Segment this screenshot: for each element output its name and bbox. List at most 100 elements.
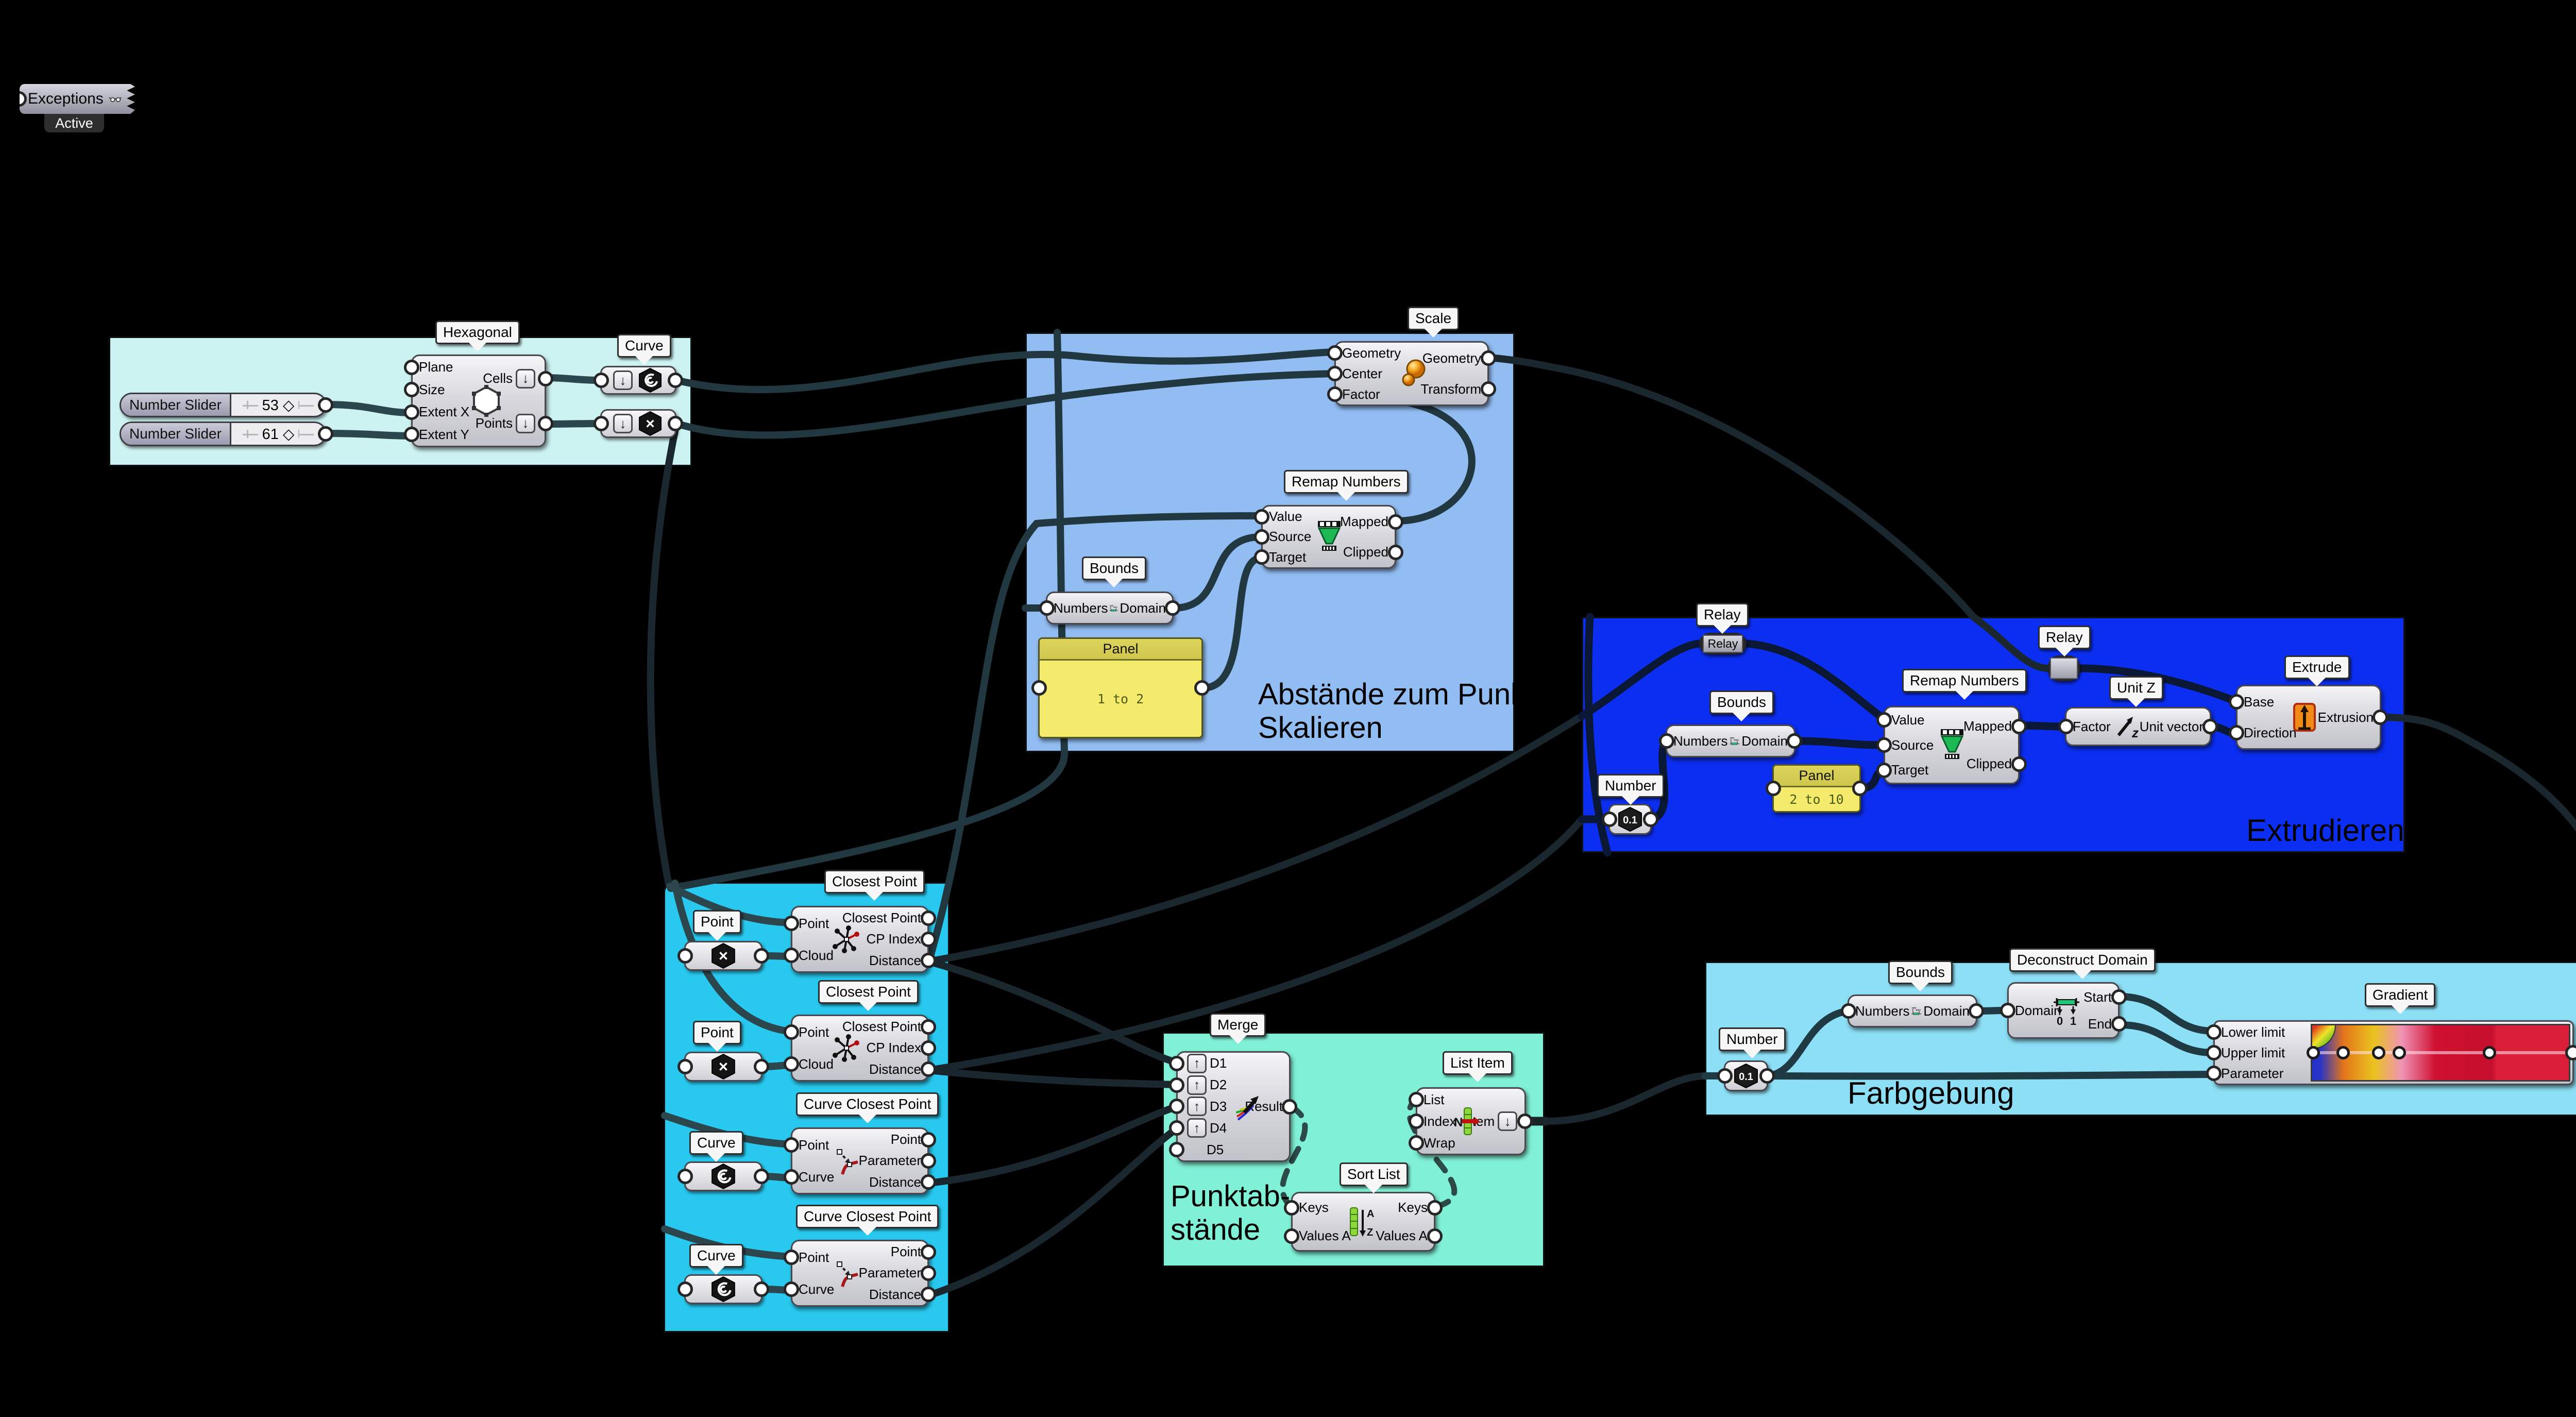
input-curve[interactable]: Curve xyxy=(792,1161,838,1193)
output-parameter[interactable]: Parameter xyxy=(849,1262,927,1284)
relay-node-2[interactable] xyxy=(2048,655,2080,681)
input-domain[interactable]: Domain xyxy=(2009,984,2061,1037)
input-target[interactable]: Target xyxy=(1263,547,1324,567)
gradient-grip[interactable] xyxy=(2482,1046,2496,1059)
input-plane[interactable]: Plane xyxy=(413,356,473,379)
input-point[interactable]: Point xyxy=(792,1129,838,1161)
output-values-a[interactable]: Values A xyxy=(1369,1222,1434,1250)
exceptions-status[interactable]: Active xyxy=(44,114,104,132)
curve-closest-point-component-1[interactable]: Point Curve Point Parameter Distance xyxy=(791,1127,929,1194)
output-extrusion[interactable]: Extrusion xyxy=(2317,709,2374,725)
input-lower-limit[interactable]: Lower limit xyxy=(2215,1022,2309,1042)
input-point[interactable]: Point xyxy=(792,1241,838,1273)
input-size[interactable]: Size xyxy=(413,379,473,401)
bounds-component-2[interactable]: Numbers min max Domain xyxy=(1666,724,1795,757)
output-clipped[interactable]: Clipped xyxy=(1957,745,2018,783)
extrude-component[interactable]: Base Direction Extrusion xyxy=(2236,685,2381,750)
output-distance[interactable]: Distance xyxy=(849,1172,927,1193)
number-slider-2[interactable]: Number Slider 61 ◇ xyxy=(120,421,327,446)
sort-list-component[interactable]: Keys Values A A Z Keys Values A xyxy=(1291,1192,1435,1252)
input-d4[interactable]: ↑D4 xyxy=(1178,1117,1242,1139)
output-distance[interactable]: Distance xyxy=(849,1284,927,1305)
input-point[interactable]: Point xyxy=(792,1016,838,1048)
output-distance[interactable]: Distance xyxy=(849,1059,927,1080)
bounds-component-3[interactable]: Numbers min max Domain xyxy=(1848,994,1977,1027)
output-point[interactable]: Point xyxy=(849,1241,927,1262)
input-numbers[interactable]: Numbers xyxy=(1673,733,1728,749)
merge-component[interactable]: ↑D1 ↑D2 ↑D3 ↑D4 D5 Result xyxy=(1176,1051,1291,1162)
gradient-grip[interactable] xyxy=(2372,1046,2386,1059)
input-target[interactable]: Target xyxy=(1885,757,1946,783)
curve-param-2[interactable] xyxy=(684,1274,762,1304)
input-values-a[interactable]: Values A xyxy=(1293,1222,1352,1250)
gradient-grip[interactable] xyxy=(2393,1046,2406,1059)
point-param-1[interactable]: × xyxy=(684,941,762,971)
closest-point-component-2[interactable]: Point Cloud Closest Point CP Index Dista… xyxy=(791,1015,929,1082)
output-domain[interactable]: Domain xyxy=(1120,600,1166,616)
input-factor[interactable]: Factor xyxy=(1336,384,1409,404)
slider-rail[interactable]: 61 ◇ xyxy=(231,423,325,445)
gradient-grip[interactable] xyxy=(2336,1046,2350,1059)
output-points[interactable]: Points↓ xyxy=(476,401,545,446)
output-geometry[interactable]: Geometry xyxy=(1418,343,1487,374)
input-cloud[interactable]: Cloud xyxy=(792,939,838,971)
closest-point-component-1[interactable]: Point Cloud Closest Point CP Index Dista… xyxy=(791,906,929,973)
input-curve[interactable]: Curve xyxy=(792,1273,838,1305)
scale-component[interactable]: Geometry Center Factor Geometry Transfor… xyxy=(1334,341,1489,406)
input-extent-x[interactable]: Extent X xyxy=(413,401,473,424)
input-d5[interactable]: D5 xyxy=(1178,1139,1242,1160)
input-value[interactable]: Value xyxy=(1263,507,1324,527)
gradient-preview[interactable] xyxy=(2307,1024,2570,1082)
input-direction[interactable]: Direction xyxy=(2238,717,2300,748)
input-numbers[interactable]: Numbers xyxy=(1855,1003,1910,1019)
input-cloud[interactable]: Cloud xyxy=(792,1048,838,1080)
input-index[interactable]: Index xyxy=(1417,1110,1463,1132)
input-extent-y[interactable]: Extent Y xyxy=(413,424,473,446)
deconstruct-domain-component[interactable]: Domain 0 1 Start End xyxy=(2007,982,2120,1039)
input-wrap[interactable]: Wrap xyxy=(1417,1132,1463,1154)
output-distance[interactable]: Distance xyxy=(849,950,927,971)
input-geometry[interactable]: Geometry xyxy=(1336,343,1409,363)
remap-numbers-component[interactable]: Value Source Target Mapped Clipped xyxy=(1261,505,1396,569)
number-param[interactable]: 0.1 xyxy=(1608,804,1652,835)
panel-value[interactable]: 2 to 10 xyxy=(1789,791,1844,807)
exceptions-widget[interactable]: Exceptions xyxy=(20,84,135,114)
panel-2to10[interactable]: Panel 2 to 10 xyxy=(1772,764,1861,813)
gradient-presets-icon[interactable] xyxy=(2312,1025,2336,1049)
unit-z-component[interactable]: Factor z Unit vector xyxy=(2065,707,2211,746)
output-cells[interactable]: Cells↓ xyxy=(479,356,545,401)
point-param[interactable]: ↓ × xyxy=(600,409,676,438)
output-cp-index[interactable]: CP Index xyxy=(849,1037,927,1058)
output-mapped[interactable]: Mapped xyxy=(1957,707,2018,745)
output-domain[interactable]: Domain xyxy=(1923,1003,1970,1019)
output-cp-index[interactable]: CP Index xyxy=(849,929,927,950)
panel-value[interactable]: 1 to 2 xyxy=(1097,691,1144,706)
curve-param[interactable]: ↓ xyxy=(600,366,676,395)
list-item-component[interactable]: List Index Wrap N Item↓ xyxy=(1416,1087,1526,1155)
gradient-component[interactable]: Lower limit Upper limit Parameter xyxy=(2213,1020,2574,1085)
input-numbers[interactable]: Numbers xyxy=(1054,600,1108,616)
output-start[interactable]: Start xyxy=(2074,984,2118,1010)
input-value[interactable]: Value xyxy=(1885,707,1946,733)
output-point[interactable]: Point xyxy=(849,1129,927,1150)
point-param-2[interactable]: × xyxy=(684,1052,762,1082)
number-param-2[interactable]: 0.1 xyxy=(1724,1060,1768,1091)
output-end[interactable]: End xyxy=(2074,1010,2118,1037)
output-transform[interactable]: Transform xyxy=(1418,374,1487,404)
input-d1[interactable]: ↑D1 xyxy=(1178,1053,1242,1074)
input-source[interactable]: Source xyxy=(1263,527,1324,547)
output-keys[interactable]: Keys xyxy=(1369,1193,1434,1222)
input-list[interactable]: List xyxy=(1417,1089,1463,1110)
output-domain[interactable]: Domain xyxy=(1741,733,1788,749)
remap-numbers-component-2[interactable]: Value Source Target Mapped Clipped xyxy=(1884,706,2020,784)
hexagonal-component[interactable]: Plane Size Extent X Extent Y Cells↓ Poin… xyxy=(411,355,546,447)
input-upper-limit[interactable]: Upper limit xyxy=(2215,1042,2309,1063)
gradient-grip[interactable] xyxy=(2307,1046,2320,1059)
bounds-component[interactable]: Numbers min max Domain xyxy=(1046,592,1174,625)
relay-node[interactable]: Relay xyxy=(1699,633,1747,654)
input-d2[interactable]: ↑D2 xyxy=(1178,1074,1242,1096)
input-d3[interactable]: ↑D3 xyxy=(1178,1096,1242,1118)
output-closest-point[interactable]: Closest Point xyxy=(842,1016,927,1037)
input-base[interactable]: Base xyxy=(2238,686,2300,717)
